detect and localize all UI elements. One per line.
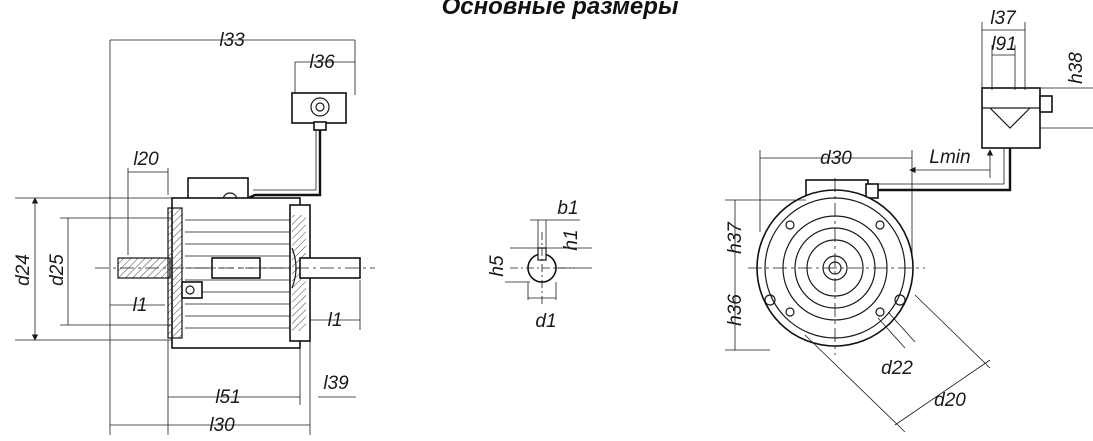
label-d1: d1 [535, 311, 556, 332]
label-l1-left: l1 [133, 295, 148, 316]
label-l20: l20 [133, 149, 159, 170]
label-d30: d30 [820, 148, 852, 169]
label-d22: d22 [881, 358, 913, 379]
label-d24: d24 [13, 254, 34, 286]
front-view: l37 l91 h38 d30 Lmin h37 h36 d22 d20 [725, 8, 1093, 433]
label-h37: h37 [725, 221, 746, 254]
label-l36: l36 [309, 52, 335, 73]
label-d20: d20 [934, 390, 966, 411]
shaft-section: b1 h1 h5 d1 [487, 198, 592, 332]
label-l91: l91 [991, 34, 1016, 55]
label-l33: l33 [219, 30, 245, 51]
label-l51: l51 [215, 387, 240, 408]
label-h1: h1 [561, 229, 582, 250]
label-l39: l39 [323, 373, 349, 394]
side-view: l33 l36 l20 d24 d25 l1 l1 l51 l39 l30 [13, 30, 375, 436]
label-l37: l37 [990, 8, 1017, 29]
label-h36: h36 [725, 294, 746, 326]
label-h5: h5 [487, 255, 508, 277]
label-l1-right: l1 [328, 310, 343, 331]
label-l30: l30 [209, 415, 235, 436]
label-d25: d25 [47, 254, 68, 286]
page-title: Основные размеры [442, 0, 679, 20]
label-lmin: Lmin [929, 147, 970, 168]
label-h38: h38 [1066, 52, 1087, 84]
label-b1: b1 [557, 198, 578, 219]
